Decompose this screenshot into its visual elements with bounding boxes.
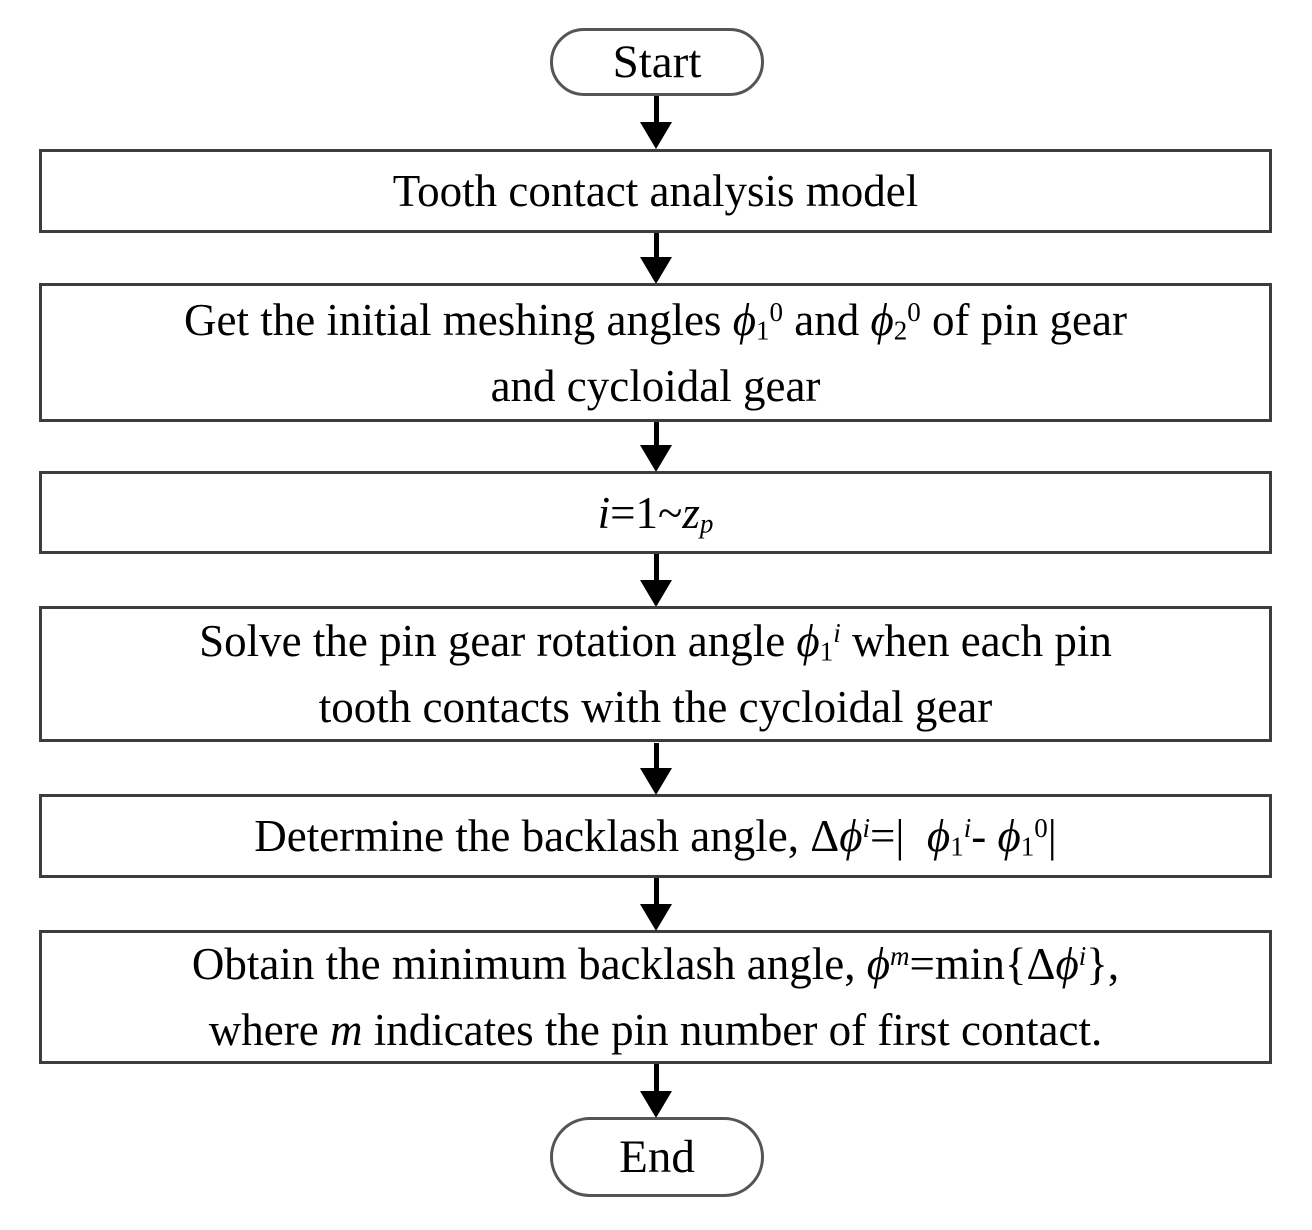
down-arrow-7 <box>629 1064 683 1118</box>
arrow-shaft <box>653 554 659 580</box>
arrow-head-icon <box>640 122 672 149</box>
down-arrow-6 <box>629 878 683 931</box>
step-box-backlash-angle: Determine the backlash angle, Δϕi=| ϕ1i-… <box>39 794 1272 878</box>
arrow-shaft <box>653 422 659 445</box>
arrow-shaft <box>653 233 659 257</box>
step-box-solve-rotation-angle: Solve the pin gear rotation angle ϕ1i wh… <box>39 606 1272 742</box>
start-label: Start <box>612 36 702 88</box>
arrow-head-icon <box>640 904 672 931</box>
step-text-line: Determine the backlash angle, Δϕi=| ϕ1i-… <box>254 811 1057 862</box>
step-text-line: tooth contacts with the cycloidal gear <box>318 682 993 732</box>
end-node: End <box>550 1117 764 1197</box>
arrow-shaft <box>653 96 659 122</box>
step-box-initial-meshing-angles: Get the initial meshing angles ϕ10 and ϕ… <box>39 283 1272 422</box>
down-arrow-4 <box>629 554 683 607</box>
down-arrow-2 <box>629 233 683 284</box>
step-text-line: where m indicates the pin number of firs… <box>208 1005 1103 1055</box>
arrow-shaft <box>653 1064 659 1091</box>
step-text-line: Obtain the minimum backlash angle, ϕm=mi… <box>191 939 1120 989</box>
down-arrow-3 <box>629 422 683 472</box>
step-box-pin-index-loop: i=1~zp <box>39 471 1272 554</box>
step-text-line: and cycloidal gear <box>490 360 821 411</box>
down-arrow-1 <box>629 96 683 149</box>
step-text-line: i=1~zp <box>597 487 714 538</box>
step-text-line: Tooth contact analysis model <box>392 166 919 216</box>
step-box-minimum-backlash-angle: Obtain the minimum backlash angle, ϕm=mi… <box>39 930 1272 1064</box>
start-node: Start <box>550 28 764 96</box>
arrow-head-icon <box>640 257 672 284</box>
down-arrow-5 <box>629 743 683 795</box>
end-label: End <box>619 1131 695 1183</box>
arrow-head-icon <box>640 580 672 607</box>
arrow-shaft <box>653 743 659 768</box>
arrow-head-icon <box>640 445 672 472</box>
arrow-head-icon <box>640 1091 672 1118</box>
step-box-tooth-contact-analysis-model: Tooth contact analysis model <box>39 149 1272 233</box>
step-text-line: Solve the pin gear rotation angle ϕ1i wh… <box>199 616 1112 667</box>
arrow-head-icon <box>640 768 672 795</box>
arrow-shaft <box>653 878 659 904</box>
step-text-line: Get the initial meshing angles ϕ10 and ϕ… <box>184 294 1127 345</box>
